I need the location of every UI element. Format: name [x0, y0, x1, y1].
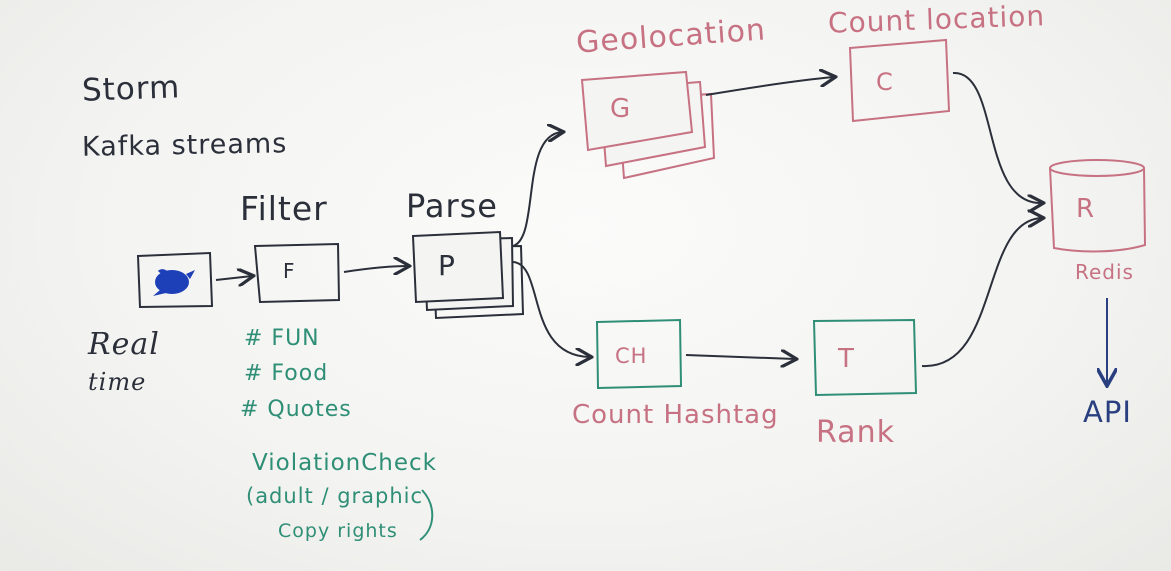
- arrow-rank-to-redis: [921, 218, 1042, 368]
- count-hashtag-box: [595, 318, 683, 390]
- arrow-parse-to-geolocation: [512, 132, 562, 247]
- redis-box-letter: R: [1076, 194, 1096, 224]
- parse-box-letter: P: [438, 249, 456, 282]
- count-location-box-letter: C: [876, 68, 894, 96]
- filter-tag-fun: # FUN: [244, 326, 320, 351]
- kafka-streams-label: Kafka streams: [81, 128, 288, 163]
- arrow-geolocation-to-count-location: [705, 77, 834, 96]
- parse-title: Parse: [406, 187, 498, 225]
- parse-box-stack: [411, 230, 525, 320]
- arrow-filter-to-parse: [343, 266, 408, 272]
- arrow-count-location-to-redis: [952, 71, 1042, 203]
- redis-cylinder: [1049, 159, 1147, 253]
- filter-tag-quotes: # Quotes: [240, 397, 352, 422]
- violation-bracket: [419, 489, 434, 541]
- rank-box-letter: T: [838, 344, 855, 374]
- filter-box: [253, 242, 341, 304]
- filter-tag-food: # Food: [244, 361, 329, 386]
- count-hashtag-box-letter: CH: [615, 344, 648, 368]
- geolocation-box-letter: G: [610, 94, 632, 124]
- time-label: time: [88, 368, 147, 396]
- count-hashtag-title: Count Hashtag: [572, 400, 779, 430]
- violation-check-line2: (adult / graphic: [246, 484, 424, 508]
- storm-label: Storm: [81, 69, 181, 109]
- redis-title: Redis: [1075, 260, 1134, 284]
- filter-title: Filter: [240, 189, 328, 228]
- filter-box-letter: F: [283, 259, 296, 283]
- twitter-bird-icon: [153, 269, 195, 296]
- arrow-count-hashtag-to-rank: [685, 355, 795, 359]
- arrow-parse-to-count-hashtag: [512, 261, 590, 357]
- rank-box: [812, 318, 918, 397]
- twitter-source-box: [136, 251, 214, 309]
- violation-check-line3: Copy rights: [278, 520, 398, 542]
- violation-check-title: ViolationCheck: [252, 450, 437, 476]
- count-location-title: Count location: [827, 0, 1046, 40]
- count-location-box: [848, 38, 951, 123]
- real-label: Real: [88, 327, 160, 362]
- api-title: API: [1083, 395, 1132, 429]
- geolocation-box-stack: [580, 70, 716, 180]
- rank-title: Rank: [816, 415, 895, 450]
- arrow-source-to-filter: [215, 276, 252, 280]
